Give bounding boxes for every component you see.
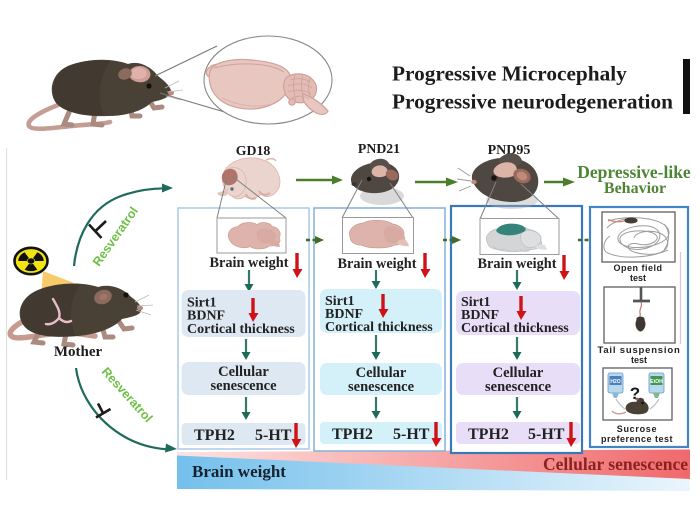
svg-text:5-HT: 5-HT <box>255 427 292 444</box>
svg-text:TPH2: TPH2 <box>468 426 509 443</box>
svg-text:Cellular: Cellular <box>493 365 544 381</box>
svg-text:Tail suspension: Tail suspension <box>597 345 680 356</box>
svg-text:Resveratrol: Resveratrol <box>99 365 155 425</box>
svg-text:Progressive neurodegeneration: Progressive neurodegeneration <box>392 90 673 114</box>
svg-text:senescence: senescence <box>210 378 277 394</box>
svg-text:Cortical thickness: Cortical thickness <box>325 320 433 335</box>
svg-text:Cortical thickness: Cortical thickness <box>461 321 569 336</box>
svg-text:Behavior: Behavior <box>604 180 666 197</box>
svg-text:Mother: Mother <box>54 344 103 360</box>
svg-text:test: test <box>630 273 646 283</box>
svg-text:BDNF: BDNF <box>325 307 363 322</box>
svg-text:?: ? <box>630 384 640 403</box>
svg-text:Brain weight: Brain weight <box>209 255 288 271</box>
svg-text:PND95: PND95 <box>488 143 531 158</box>
svg-text:Cellular: Cellular <box>218 364 269 380</box>
svg-text:Sirt1: Sirt1 <box>187 296 217 311</box>
svg-text:5-HT: 5-HT <box>393 426 430 443</box>
svg-text:senescence: senescence <box>485 379 552 395</box>
svg-text:Progressive Microcephaly: Progressive Microcephaly <box>392 62 627 86</box>
svg-text:preference test: preference test <box>601 434 673 444</box>
svg-text:Open field: Open field <box>613 263 662 273</box>
svg-text:H2O: H2O <box>610 379 620 385</box>
svg-text:Depressive-like: Depressive-like <box>577 162 691 182</box>
svg-text:Sirt1: Sirt1 <box>325 294 355 309</box>
svg-text:Resveratrol: Resveratrol <box>90 204 141 268</box>
svg-text:Brain weight: Brain weight <box>192 462 286 481</box>
svg-text:Cellular senescence: Cellular senescence <box>543 454 688 474</box>
svg-text:Cortical thickness: Cortical thickness <box>187 322 295 337</box>
svg-text:GD18: GD18 <box>236 143 271 158</box>
svg-text:BDNF: BDNF <box>461 308 499 323</box>
svg-text:test: test <box>631 355 647 365</box>
svg-text:EtOH: EtOH <box>650 379 663 385</box>
svg-text:Sucrose: Sucrose <box>617 424 657 434</box>
svg-text:Sirt1: Sirt1 <box>461 295 491 310</box>
svg-text:BDNF: BDNF <box>187 309 225 324</box>
svg-text:5-HT: 5-HT <box>528 426 565 443</box>
svg-text:Brain weight: Brain weight <box>337 256 416 272</box>
svg-text:PND21: PND21 <box>358 141 400 156</box>
svg-text:Brain weight: Brain weight <box>477 256 556 272</box>
svg-text:TPH2: TPH2 <box>194 427 235 444</box>
svg-text:TPH2: TPH2 <box>332 426 373 443</box>
svg-text:Cellular: Cellular <box>356 365 407 381</box>
svg-text:senescence: senescence <box>348 379 415 395</box>
